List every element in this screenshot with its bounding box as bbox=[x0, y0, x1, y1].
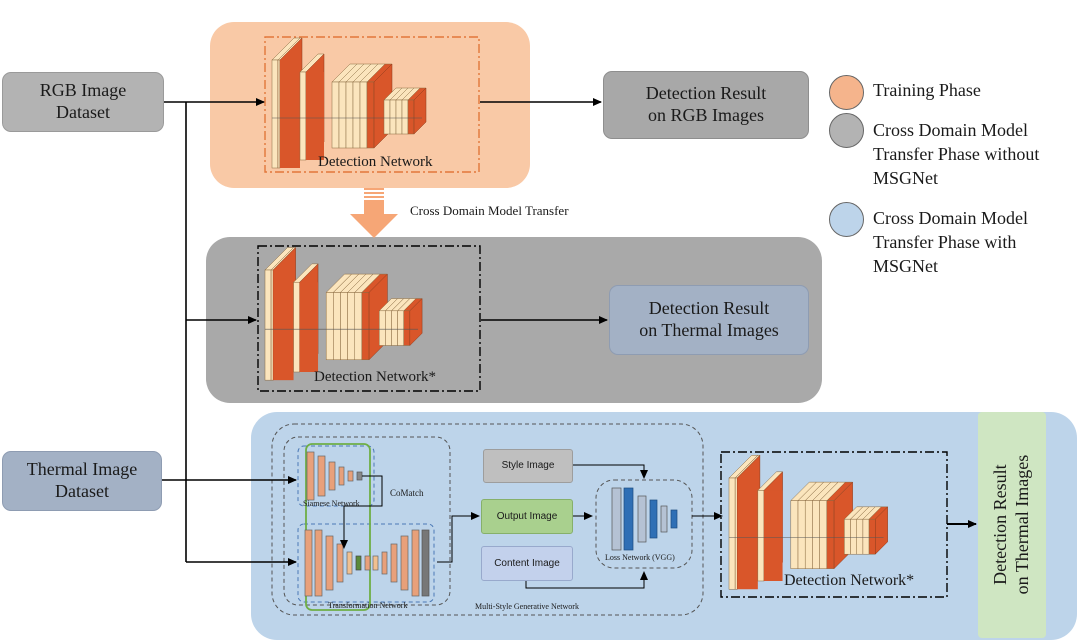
thermal-result-bottom-line2: on Thermal Images bbox=[1012, 455, 1032, 595]
loss-network-layers bbox=[611, 487, 678, 551]
thermal-result-mid-line1: Detection Result bbox=[648, 298, 770, 319]
loss-network-label: Loss Network (VGG) bbox=[605, 553, 675, 562]
content-image-label: Content Image bbox=[494, 557, 560, 569]
dataset-flow-arrows bbox=[162, 98, 608, 566]
thermal-dataset-line2: Dataset bbox=[55, 481, 109, 501]
detection-network-star-layers-mid bbox=[264, 246, 423, 381]
rgb-dataset-line1: RGB Image bbox=[39, 80, 127, 101]
siamese-highlight-frame bbox=[305, 443, 371, 611]
legend-label-training: Training Phase bbox=[873, 80, 981, 100]
thermal-result-bottom-line1: Detection Result bbox=[990, 464, 1011, 586]
thermal-result-mid-line2: on Thermal Images bbox=[639, 320, 779, 340]
transformation-network-label: Transformation Network bbox=[328, 601, 408, 610]
rgb-result-line1: Detection Result bbox=[645, 83, 767, 104]
detection-network-star-frame-mid bbox=[257, 245, 481, 392]
style-image-box: Style Image bbox=[483, 449, 573, 483]
rgb-result-line2: on RGB Images bbox=[647, 105, 764, 125]
siamese-network-layers bbox=[306, 451, 363, 501]
detection-network-layers bbox=[271, 37, 427, 169]
loss-network-frame bbox=[595, 479, 693, 569]
output-image-label: Output Image bbox=[496, 510, 558, 522]
detection-network-frame bbox=[264, 36, 480, 173]
comatch-label: CoMatch bbox=[390, 488, 424, 498]
cross-domain-transfer-label: Cross Domain Model Transfer bbox=[410, 203, 569, 218]
legend-swatch-training bbox=[829, 75, 864, 110]
msgnet-caption: Multi-Style Generative Network bbox=[475, 602, 579, 611]
detection-network-star-frame-bottom bbox=[720, 451, 948, 598]
thermal-dataset-line1: Thermal Image bbox=[26, 459, 138, 480]
content-image-box: Content Image bbox=[481, 546, 573, 581]
transformation-network-frame bbox=[297, 523, 435, 603]
comatch-connector bbox=[340, 475, 383, 549]
legend-swatch-with-msgnet bbox=[829, 202, 864, 237]
detection-network-star-label-bottom: Detection Network* bbox=[784, 572, 915, 589]
thermal-detection-result-bottom: Detection Result on Thermal Images bbox=[978, 412, 1046, 638]
rgb-dataset-line2: Dataset bbox=[56, 102, 110, 122]
siamese-network-label: Siamese Network bbox=[303, 499, 360, 508]
style-image-label: Style Image bbox=[501, 460, 555, 471]
legend-swatch-without-msgnet bbox=[829, 113, 864, 148]
detection-network-label: Detection Network bbox=[318, 154, 433, 170]
siamese-network-frame bbox=[297, 445, 375, 507]
detection-network-star-layers-bottom bbox=[728, 454, 889, 590]
cross-domain-transfer-arrow bbox=[350, 188, 398, 238]
detection-network-star-label-mid: Detection Network* bbox=[314, 369, 437, 385]
msgnet-arrows bbox=[437, 464, 723, 589]
output-image-box: Output Image bbox=[481, 499, 573, 534]
transformation-network-layers bbox=[304, 529, 430, 597]
